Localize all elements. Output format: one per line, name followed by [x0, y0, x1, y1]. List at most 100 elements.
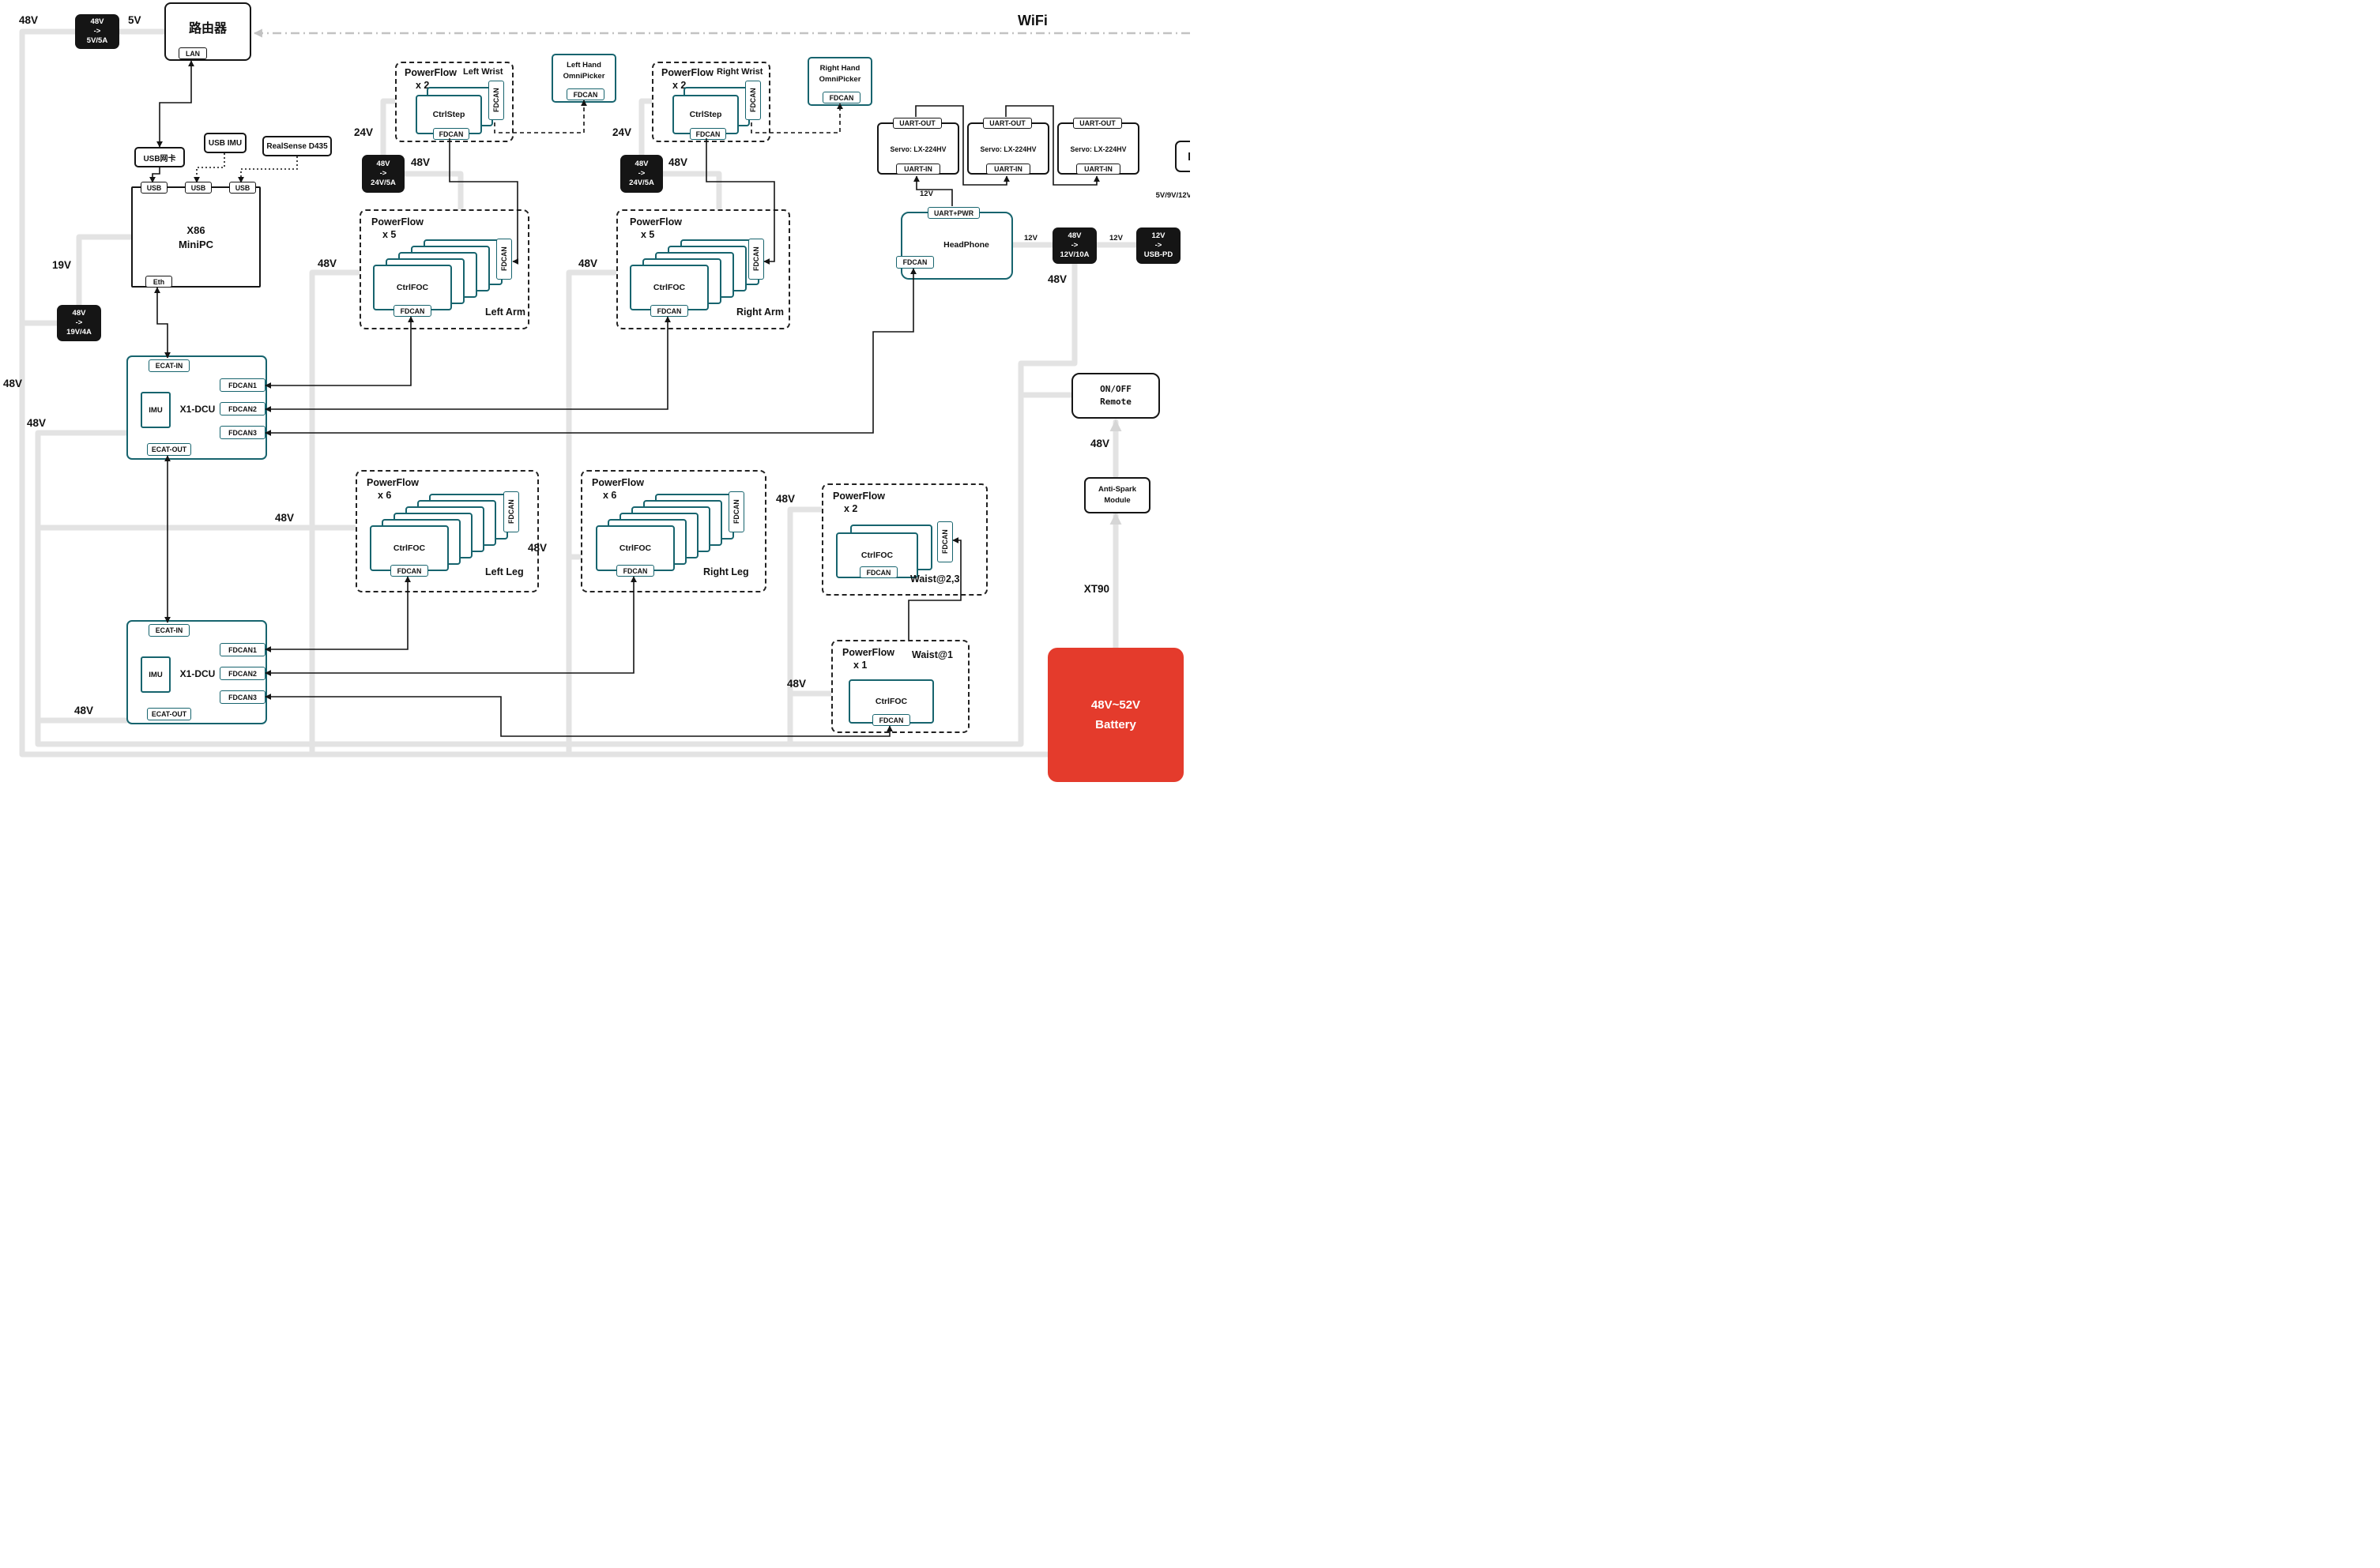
router-label: 路由器	[188, 22, 227, 36]
dcu2-fdcan2-port: FDCAN2	[220, 667, 265, 680]
conv12-out: 12V/10A	[1060, 250, 1090, 259]
label-12v-servo: 12V	[920, 190, 933, 198]
label-12v-usbpd: 12V	[1109, 234, 1123, 243]
phone-box: Phone	[1175, 141, 1190, 172]
conv24l-in: 48V	[376, 160, 390, 169]
group-name: Right Arm	[736, 306, 784, 318]
fdcan-side-tab: FDCAN	[748, 239, 764, 280]
minipc-label-1: X86	[186, 224, 205, 237]
power-conv24l-out	[380, 98, 398, 158]
label-12v-headphone: 12V	[1024, 234, 1037, 243]
right-hand-label-2: OmniPicker	[819, 74, 861, 84]
label-48v-dcu2: 48V	[74, 705, 94, 716]
conv19-in: 48V	[72, 309, 86, 318]
fdcan-side-tab: FDCAN	[937, 521, 953, 562]
dcu1-label: X1-DCU	[179, 404, 216, 415]
left-hand-label-1: Left Hand	[567, 60, 601, 70]
group-name: Left Wrist	[463, 67, 503, 77]
converter-12v-usbpd: 12V -> USB-PD	[1136, 227, 1181, 264]
lan-port: LAN	[179, 47, 207, 59]
wifi-link	[253, 28, 1190, 38]
conv24r-in: 48V	[635, 160, 649, 169]
group-name: Left Arm	[485, 306, 525, 318]
label-48v-right-arm: 48V	[578, 258, 598, 269]
dcu2-fdcan1-port: FDCAN1	[220, 643, 265, 656]
antispark-label-2: Module	[1104, 496, 1131, 505]
fdcan-tab: FDCAN	[433, 128, 469, 140]
servo-1-box: UART-OUT Servo: LX-224HV UART-IN	[877, 118, 959, 175]
router-box: 路由器 LAN	[164, 2, 251, 61]
group-title: PowerFlow	[405, 67, 457, 78]
fdcan-tab: FDCAN	[823, 92, 860, 103]
fdcan-side-tab: FDCAN	[496, 239, 512, 280]
ctrlfoc-card: CtrlFOC	[373, 265, 452, 310]
dcu2-label: X1-DCU	[179, 668, 216, 679]
group-count: x 5	[382, 229, 397, 240]
conv19-arrow: ->	[75, 318, 83, 328]
dcu1-box: ECAT-IN IMU X1-DCU FDCAN1 FDCAN2 FDCAN3 …	[126, 355, 267, 460]
group-name: Right Wrist	[717, 67, 763, 77]
servo-1-uart-in-port: UART-IN	[896, 164, 940, 175]
fdcan-side-tab: FDCAN	[503, 491, 519, 532]
convpd-in: 12V	[1151, 231, 1166, 241]
conv24r-arrow: ->	[638, 169, 646, 179]
powerflow-waist23-group: PowerFlow x 2 CtrlFOC FDCAN FDCAN Waist@…	[822, 483, 988, 596]
powerflow-left-leg-group: PowerFlow x 6 CtrlFOC FDCAN FDCAN Left L…	[356, 470, 539, 592]
power-19v-to-minipc	[76, 234, 134, 308]
battery-box: 48V~52V Battery	[1048, 648, 1184, 782]
conv19-out: 19V/4A	[66, 327, 92, 337]
dcu2-ecat-out-port: ECAT-OUT	[147, 708, 191, 720]
power-bus-right	[35, 261, 1078, 747]
right-hand-box: Right Hand OmniPicker FDCAN	[808, 57, 872, 106]
dcu2-box: ECAT-IN IMU X1-DCU FDCAN1 FDCAN2 FDCAN3 …	[126, 620, 267, 724]
group-name: Right Leg	[703, 566, 749, 577]
group-title: PowerFlow	[842, 647, 894, 658]
fdcan-side-tab: FDCAN	[488, 81, 504, 120]
convpd-out: USB-PD	[1143, 250, 1173, 259]
fdcan-tab: FDCAN	[390, 565, 428, 577]
conv12-arrow: ->	[1071, 241, 1079, 250]
group-name: Waist@2,3	[910, 573, 960, 585]
converter-48v-12v: 48V -> 12V/10A	[1053, 227, 1097, 264]
servo-3-uart-out-port: UART-OUT	[1073, 118, 1122, 129]
usb-nic-box: USB网卡	[134, 147, 185, 167]
servo-2-uart-out-port: UART-OUT	[983, 118, 1032, 129]
servo-2-label: Servo: LX-224HV	[980, 145, 1037, 153]
powerflow-left-arm-group: PowerFlow x 5 CtrlFOC FDCAN FDCAN Left A…	[360, 209, 529, 329]
powerflow-right-wrist-group: PowerFlow x 2 Right Wrist CtrlStep FDCAN…	[652, 62, 770, 142]
label-48v-conv24l: 48V	[411, 156, 431, 168]
group-title: PowerFlow	[592, 477, 644, 488]
fdcan-side-tab: FDCAN	[745, 81, 761, 120]
conv24r-out: 24V/5A	[629, 178, 654, 187]
label-24v-left: 24V	[354, 126, 374, 138]
eth-port: Eth	[145, 276, 172, 288]
battery-label-2: Battery	[1095, 718, 1136, 731]
headphone-label: HeadPhone	[943, 240, 989, 250]
dcu1-imu-module: IMU	[141, 392, 171, 428]
converter-48v-5v: 48V -> 5V/5A	[75, 14, 119, 49]
conv24l-out: 24V/5A	[371, 178, 396, 187]
group-count: x 6	[378, 490, 392, 501]
group-title: PowerFlow	[367, 477, 419, 488]
label-48v-left-arm: 48V	[318, 258, 337, 269]
fdcan-tab: FDCAN	[690, 128, 726, 140]
usb-port-2: USB	[185, 182, 212, 194]
left-hand-box: Left Hand OmniPicker FDCAN	[552, 54, 616, 103]
dcu2-fdcan3-port: FDCAN3	[220, 690, 265, 704]
onoff-remote-box: ON/OFF Remote	[1071, 373, 1160, 419]
group-title: PowerFlow	[661, 67, 714, 78]
powerflow-right-arm-group: PowerFlow x 5 CtrlFOC FDCAN FDCAN Right …	[616, 209, 790, 329]
group-name: Waist@1	[912, 649, 954, 660]
ctrlstep-card: CtrlStep	[416, 95, 482, 134]
power-conv24r-out	[638, 98, 655, 158]
dcu1-ecat-out-port: ECAT-OUT	[147, 443, 191, 456]
realsense-box: RealSense D435	[262, 136, 332, 156]
battery-label-1: 48V~52V	[1090, 698, 1141, 712]
group-count: x 2	[416, 80, 430, 91]
label-19v: 19V	[52, 259, 72, 271]
group-title: PowerFlow	[833, 491, 885, 502]
converter-48v-19v: 48V -> 19V/4A	[57, 305, 101, 341]
dcu2-ecat-in-port: ECAT-IN	[149, 624, 190, 637]
label-48v-left-edge: 48V	[3, 378, 23, 389]
onoff-label-2: Remote	[1100, 397, 1132, 407]
